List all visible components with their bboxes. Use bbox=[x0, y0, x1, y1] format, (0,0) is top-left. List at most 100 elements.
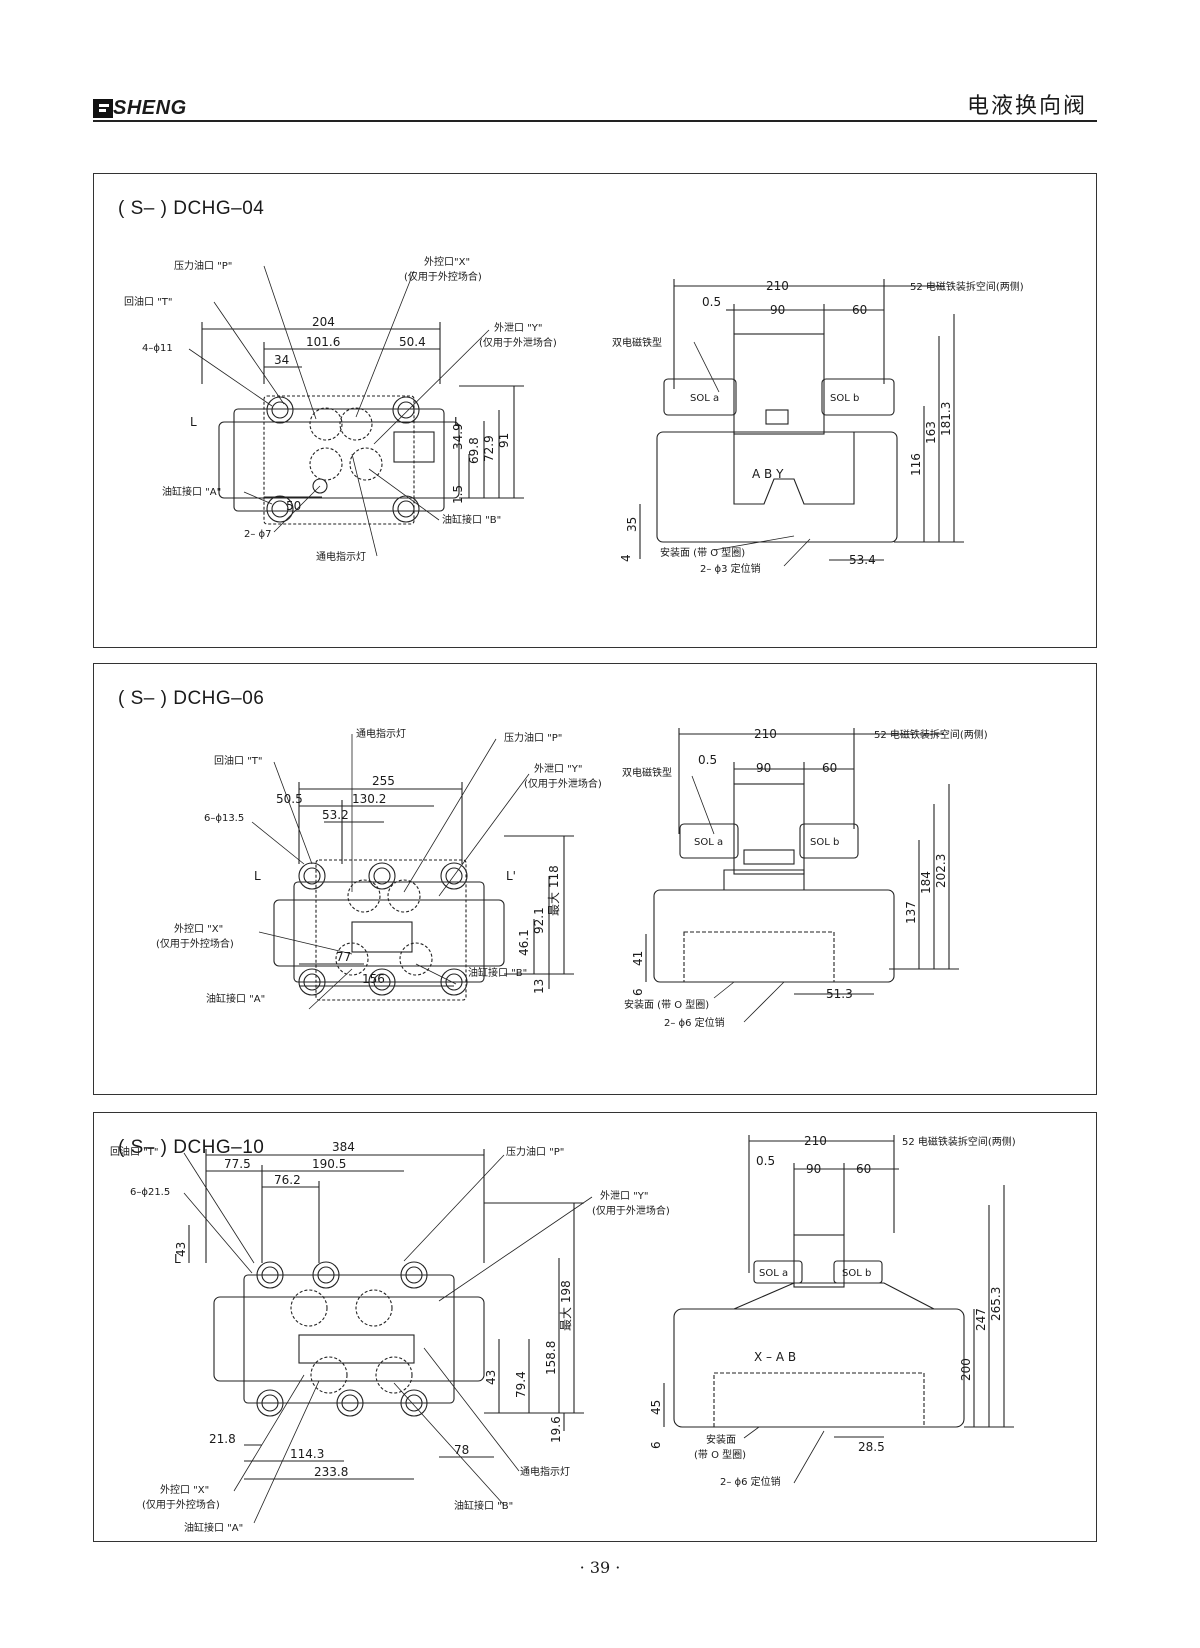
side-view-text: 210 52 电磁铁装拆空间(两侧) 0.5 90 60 双电磁铁型 SOL a… bbox=[622, 727, 988, 1029]
dim-text: 34.9 bbox=[451, 423, 465, 450]
dim-text: 35 bbox=[625, 517, 639, 532]
label-b-port: 油缸接口 "B" bbox=[468, 966, 527, 979]
label-mount-note: (带 O 型圈) bbox=[694, 1448, 746, 1461]
label-sol-a: SOL a bbox=[694, 837, 723, 848]
main-body-outline bbox=[653, 889, 895, 983]
dim-text: 91 bbox=[497, 433, 511, 448]
mount-hole bbox=[256, 1261, 284, 1289]
dim-text: 137 bbox=[904, 901, 918, 924]
logo-mark-icon bbox=[93, 99, 113, 118]
label-ports: X – A B bbox=[754, 1350, 796, 1364]
dim-text: 19.6 bbox=[549, 1416, 563, 1443]
dim-text: 34 bbox=[274, 353, 289, 367]
header-divider bbox=[93, 120, 1097, 122]
drawing-dchg-06: 通电指示灯 压力油口 "P" 回油口 "T" 外泄口 "Y" (仅用于外泄场合)… bbox=[156, 727, 988, 1029]
brand-name: SHENG bbox=[113, 97, 187, 119]
label-mount-face: 安装面 (带 O 型圈) bbox=[660, 546, 745, 559]
dim-text: 51.3 bbox=[826, 987, 853, 1001]
label-lamp: 通电指示灯 bbox=[316, 550, 366, 563]
label-y-note: (仅用于外泄场合) bbox=[524, 777, 602, 790]
pilot-body bbox=[733, 333, 825, 435]
solenoid-b bbox=[821, 378, 895, 416]
label-a-port: 油缸接口 "A" bbox=[206, 992, 265, 1005]
valve-cover-outline bbox=[243, 1274, 455, 1404]
panel-dchg-10: ( S– ) DCHG–10 bbox=[93, 1112, 1097, 1542]
valve-body-outline bbox=[213, 1296, 485, 1382]
mount-hole bbox=[440, 968, 468, 996]
label-y-port: 外泄口 "Y" bbox=[534, 762, 583, 775]
label-y-port: 外泄口 "Y" bbox=[494, 321, 543, 334]
dim-text: 181.3 bbox=[939, 402, 953, 436]
label-l-left: L bbox=[174, 1252, 181, 1266]
label-b-port: 油缸接口 "B" bbox=[454, 1499, 513, 1512]
panel-title: ( S– ) DCHG–06 bbox=[118, 688, 265, 709]
mount-hole bbox=[368, 968, 396, 996]
dim-text: 60 bbox=[852, 303, 867, 317]
mount-hole bbox=[266, 396, 294, 424]
label-holes: 6–ϕ13.5 bbox=[204, 813, 244, 824]
dim-text: 114.3 bbox=[290, 1447, 324, 1461]
label-holes: 4–ϕ11 bbox=[142, 343, 173, 354]
label-x-note: (仅用于外控场合) bbox=[404, 270, 482, 283]
dim-text: 46.1 bbox=[517, 929, 531, 956]
plan-view bbox=[183, 1149, 593, 1524]
solenoid-a bbox=[663, 378, 737, 416]
port-a bbox=[309, 447, 343, 481]
label-pins: 2– ϕ7 bbox=[244, 529, 272, 540]
label-sol-a: SOL a bbox=[759, 1268, 788, 1279]
plan-view bbox=[188, 265, 524, 557]
plan-view-text: 通电指示灯 压力油口 "P" 回油口 "T" 外泄口 "Y" (仅用于外泄场合)… bbox=[156, 727, 602, 1005]
label-sol-b: SOL b bbox=[830, 393, 859, 404]
dim-text: 210 bbox=[754, 727, 777, 741]
label-double-solenoid: 双电磁铁型 bbox=[622, 766, 672, 779]
label-clearance: 52 电磁铁装拆空间(两侧) bbox=[910, 280, 1024, 293]
mount-hole bbox=[256, 1389, 284, 1417]
label-x-note: (仅用于外控场合) bbox=[142, 1498, 220, 1511]
label-sol-b: SOL b bbox=[842, 1268, 871, 1279]
mount-hole bbox=[336, 1389, 364, 1417]
dim-text: 21.8 bbox=[209, 1432, 236, 1446]
label-double-solenoid: 双电磁铁型 bbox=[612, 336, 662, 349]
label-a-port: 油缸接口 "A" bbox=[184, 1521, 243, 1534]
dim-text: 60 bbox=[822, 761, 837, 775]
label-sol-b: SOL b bbox=[810, 837, 839, 848]
port-p bbox=[355, 1289, 393, 1327]
dim-text: 50.4 bbox=[399, 335, 426, 349]
dim-text: 265.3 bbox=[989, 1287, 1003, 1321]
label-p-port: 压力油口 "P" bbox=[506, 1145, 564, 1158]
valve-body-outline bbox=[273, 899, 505, 967]
pilot-valve-outline bbox=[393, 431, 435, 463]
drawing-dchg-04: 压力油口 "P" 回油口 "T" 4–ϕ11 外控口"X" (仅用于外控场合) … bbox=[124, 255, 1024, 575]
dim-text: 1.5 bbox=[451, 485, 465, 504]
dim-text: 13 bbox=[532, 979, 546, 994]
label-y-note: (仅用于外泄场合) bbox=[592, 1204, 670, 1217]
dim-text: 76.2 bbox=[274, 1173, 301, 1187]
dim-text: 202.3 bbox=[934, 854, 948, 888]
main-body-outline bbox=[673, 1308, 965, 1428]
main-body-outline bbox=[656, 431, 898, 543]
dim-text: 4 bbox=[619, 554, 633, 562]
dim-text: 最大 198 bbox=[559, 1280, 573, 1331]
plan-view-text: 压力油口 "P" 回油口 "T" 4–ϕ11 外控口"X" (仅用于外控场合) … bbox=[124, 255, 557, 563]
dim-text: 156 bbox=[362, 972, 385, 986]
mount-hole bbox=[440, 862, 468, 890]
label-clearance: 52 电磁铁装拆空间(两侧) bbox=[874, 728, 988, 741]
label-l-right: L' bbox=[506, 869, 516, 883]
dim-text: 53.4 bbox=[849, 553, 876, 567]
dim-text: 45 bbox=[649, 1400, 663, 1415]
dim-text: 60 bbox=[856, 1162, 871, 1176]
label-x-port: 外控口 "X" bbox=[160, 1483, 209, 1496]
valve-cover-outline bbox=[293, 881, 485, 983]
dim-text: 0.5 bbox=[698, 753, 717, 767]
label-lamp: 通电指示灯 bbox=[356, 727, 406, 740]
lamp-box bbox=[765, 409, 789, 425]
dim-text: 43 bbox=[484, 1370, 498, 1385]
dim-text: 90 bbox=[756, 761, 771, 775]
dim-text: 190.5 bbox=[312, 1157, 346, 1171]
label-y-note: (仅用于外泄场合) bbox=[479, 336, 557, 349]
port-a bbox=[310, 1356, 348, 1394]
dim-text: 184 bbox=[919, 871, 933, 894]
label-a-port: 油缸接口 "A" bbox=[162, 485, 221, 498]
dim-text: 77.5 bbox=[224, 1157, 251, 1171]
label-x-port: 外控口"X" bbox=[424, 255, 470, 268]
